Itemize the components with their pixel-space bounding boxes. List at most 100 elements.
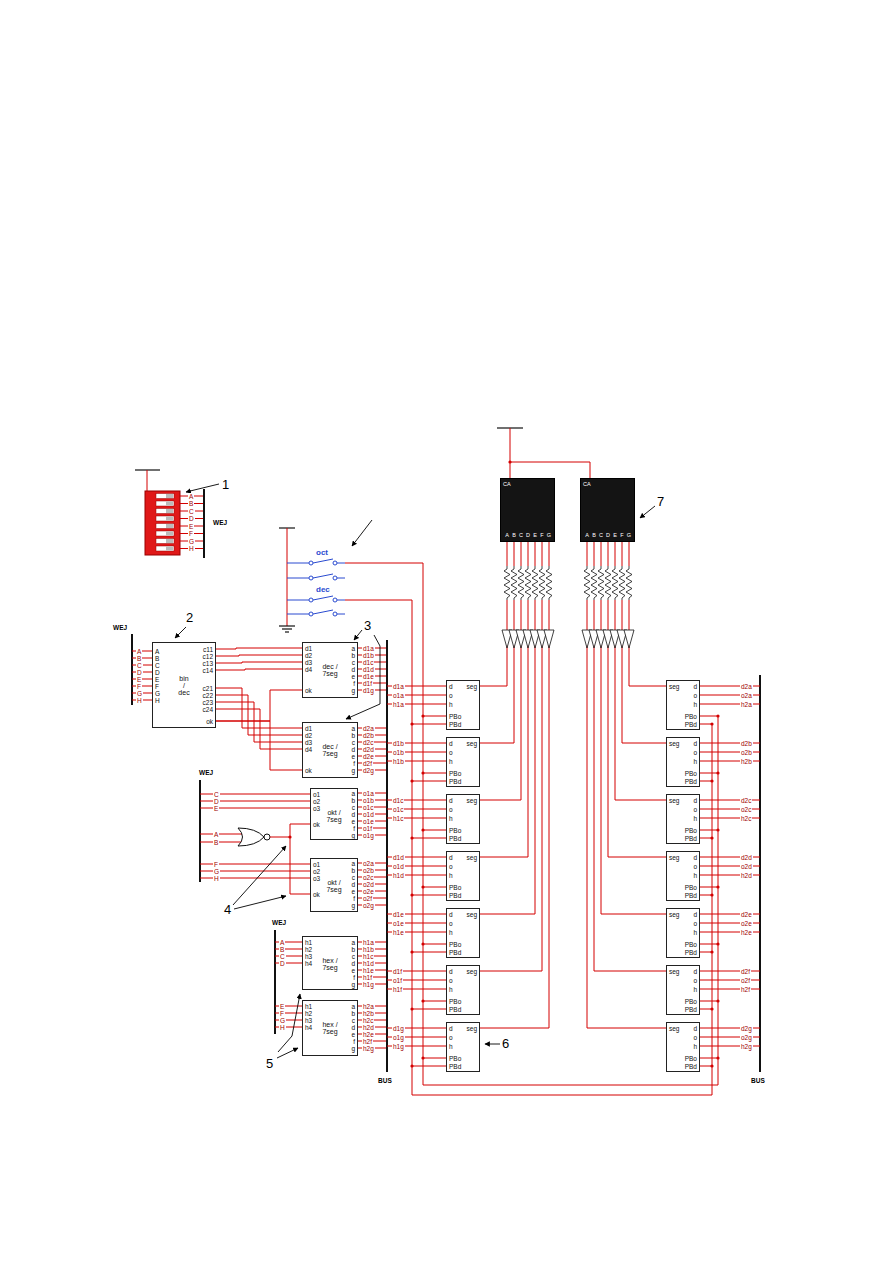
pin-label: h1 (305, 939, 312, 946)
pin-label: c21 (203, 685, 213, 692)
pin-label: o2 (313, 798, 320, 805)
pin-label: o (449, 749, 453, 756)
pin-label: g (351, 902, 355, 909)
pin-label: e (351, 818, 355, 825)
oct-7seg-decoder: o1o2o3okokt / 7segabcdefg (310, 858, 358, 912)
leader-arrow (640, 506, 655, 518)
pin-label: c (352, 659, 355, 666)
pin-label: d (351, 960, 355, 967)
signal-name: h2e (740, 929, 753, 936)
resistor-symbol (626, 566, 632, 600)
pin-label: d3 (305, 659, 312, 666)
pin-label: d (449, 911, 453, 918)
inverter-bubble (264, 834, 270, 840)
resistor-gap (626, 566, 633, 600)
dip-toggle-knob (166, 502, 173, 506)
seven-segment-display: CAABCDEFG (580, 478, 635, 542)
pin-label: h1 (305, 1003, 312, 1010)
signal-name: o2e (740, 920, 753, 927)
pin-label: e (351, 1031, 355, 1038)
pin-label: f (353, 760, 355, 767)
switch-contact (309, 612, 313, 616)
wire (412, 724, 446, 725)
wire-connector (480, 542, 521, 800)
dip-toggle (156, 516, 174, 521)
signal-name: d1e (392, 911, 405, 918)
pin-label: PBd (685, 778, 697, 785)
pin-label: CA (503, 481, 511, 488)
wire-connector (615, 542, 666, 800)
signal-name: C (136, 662, 143, 669)
wire (700, 716, 718, 717)
junction-dot (716, 828, 719, 831)
signal-name: D (188, 515, 195, 522)
pin-label: d (693, 740, 697, 747)
pin-label: seg (669, 740, 679, 747)
switch-blade (313, 559, 333, 563)
pin-label: G (155, 690, 160, 697)
junction-dot (716, 885, 719, 888)
bus-line (199, 780, 201, 882)
bus-name: WEJ (272, 919, 286, 926)
bus-name: WEJ (199, 769, 213, 776)
pin-label: d (693, 797, 697, 804)
pin-label: PBo (685, 1055, 697, 1062)
signal-name: h2d (362, 1024, 375, 1031)
pin-label: PBd (685, 1063, 697, 1070)
segment-multiplexer: dohPBoPBdseg (446, 965, 480, 1015)
wire-connector (601, 542, 666, 914)
signal-name: d1c (362, 659, 374, 666)
signal-name: o2a (740, 692, 753, 699)
junction-dot (410, 779, 413, 782)
callout-number: 5 (266, 1056, 273, 1071)
pin-label: A (505, 532, 509, 539)
signal-name: d2a (362, 725, 375, 732)
switch-blade (313, 574, 333, 578)
block-name: dec / 7seg (322, 663, 337, 677)
signal-name: h1d (362, 960, 375, 967)
pin-label: PBo (449, 770, 461, 777)
switch-contact (333, 598, 337, 602)
wire (345, 600, 712, 1095)
signal-name: h2a (740, 701, 753, 708)
junction-dot (410, 1007, 413, 1010)
junction-dot (421, 828, 424, 831)
callout-number: 3 (364, 618, 371, 633)
signal-name: H (213, 875, 220, 882)
pin-label: f (353, 825, 355, 832)
pin-label: b (351, 652, 355, 659)
pin-label: seg (467, 968, 477, 975)
signal-name: h2c (362, 1017, 374, 1024)
resistor-symbol (591, 566, 597, 600)
pin-label: PBd (685, 1006, 697, 1013)
pin-label: c24 (203, 706, 213, 713)
junction-dot (710, 893, 713, 896)
resistor-gap (532, 566, 539, 600)
wire-connector (480, 542, 549, 1028)
junction-dot (716, 1056, 719, 1059)
signal-name: h1g (392, 1043, 405, 1050)
resistor-symbol (584, 566, 590, 600)
pin-label: c13 (203, 660, 213, 667)
pin-label: o (449, 920, 453, 927)
signal-name: o2e (362, 888, 375, 895)
dip-toggle-knob (166, 524, 173, 528)
wire (700, 1066, 712, 1067)
segment-multiplexer: dohPBoPBdseg (446, 737, 480, 787)
pin-label: a (351, 1003, 355, 1010)
wire (200, 842, 243, 843)
signal-name: A (279, 939, 285, 946)
resistor-symbol (511, 566, 517, 600)
signal-name: h1c (362, 953, 374, 960)
signal-name: d1b (362, 652, 375, 659)
signal-name: F (188, 530, 194, 537)
pin-label: h (449, 701, 453, 708)
wire-connector (480, 542, 535, 914)
pin-label: A (585, 532, 589, 539)
signal-name: o2b (740, 749, 753, 756)
pin-label: seg (467, 740, 477, 747)
wire (423, 716, 446, 717)
pin-label: c11 (203, 646, 213, 653)
pin-label: ok (206, 718, 213, 725)
